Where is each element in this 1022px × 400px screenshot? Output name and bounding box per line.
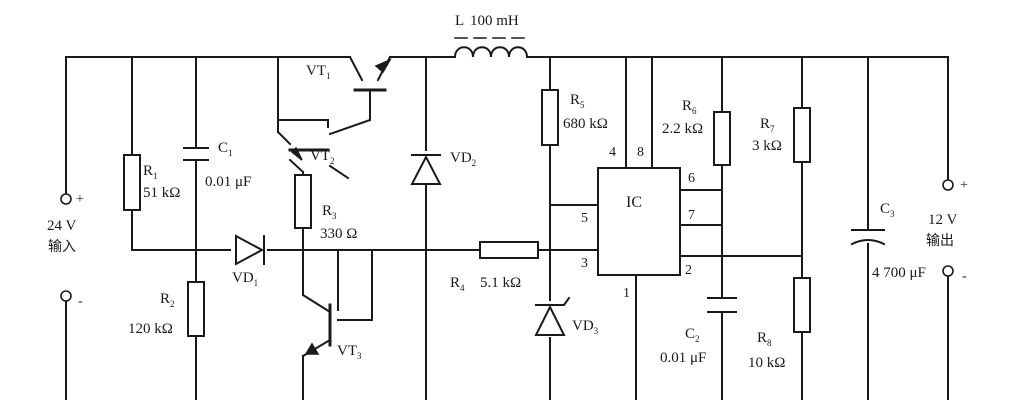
r5-value: 680 kΩ <box>563 116 608 132</box>
output-plus-terminal <box>942 179 954 191</box>
resistor-r5: R5 680 kΩ <box>541 89 608 146</box>
r2-value: 120 kΩ <box>128 321 173 337</box>
r6-value: 2.2 kΩ <box>662 121 703 137</box>
diode-vd2: VD2 <box>410 150 476 185</box>
c3-value: 4 700 μF <box>872 265 926 281</box>
ic-chip: IC 4 8 6 7 5 3 2 1 <box>581 145 695 301</box>
capacitor-c3: C3 4 700 μF <box>850 201 926 281</box>
output-voltage: 12 V <box>928 212 957 228</box>
vt1-emitter-lead <box>348 55 364 82</box>
diode-vd3: VD3 <box>534 296 599 336</box>
c1-value: 0.01 μF <box>205 174 251 190</box>
resistor-r7: R7 3 kΩ <box>752 107 811 163</box>
ic-pin-8: 8 <box>637 145 644 160</box>
input-plus-terminal <box>60 193 72 205</box>
input-label: 输入 <box>48 239 76 255</box>
output-terminals: + - 12 V 输出 <box>926 178 968 284</box>
resistor-r1: R1 51 kΩ <box>123 154 180 211</box>
inductor-value: 100 mH <box>470 13 519 29</box>
r4-value: 5.1 kΩ <box>480 275 521 291</box>
ic-pin-3: 3 <box>581 256 588 271</box>
ic-label: IC <box>626 194 642 211</box>
resistor-r4: R4 5.1 kΩ <box>450 241 539 293</box>
svg-text:R3: R3 <box>322 203 337 221</box>
svg-text:R6: R6 <box>682 98 697 116</box>
capacitor-c2: C2 0.01 μF <box>660 297 737 366</box>
input-minus-sign: - <box>78 294 83 309</box>
output-minus-terminal <box>942 265 954 277</box>
resistor-r3: R3 330 Ω <box>294 174 357 242</box>
svg-text:VT2: VT2 <box>310 148 335 166</box>
inductor-l: L 100 mH <box>453 13 529 59</box>
r8-value: 10 kΩ <box>748 355 785 371</box>
ic-pin-7: 7 <box>688 208 695 223</box>
resistor-r2: R2 120 kΩ <box>128 281 205 337</box>
svg-text:VD2: VD2 <box>450 150 476 168</box>
output-minus-sign: - <box>962 269 967 284</box>
svg-text:VT3: VT3 <box>337 343 362 361</box>
ic-pin-5: 5 <box>581 211 588 226</box>
capacitor-c1: C1 0.01 μF <box>183 140 251 190</box>
output-plus-sign: + <box>960 178 968 193</box>
svg-text:R5: R5 <box>570 92 585 110</box>
input-plus-sign: + <box>76 192 84 207</box>
ic-pin-4: 4 <box>609 145 616 160</box>
transistor-vt2: VT2 <box>288 146 335 166</box>
transistor-vt1: VT1 <box>306 58 392 92</box>
resistor-r6: R6 2.2 kΩ <box>662 98 731 166</box>
svg-text:VD3: VD3 <box>572 318 599 336</box>
svg-text:VD1: VD1 <box>232 270 258 288</box>
wires <box>65 55 949 400</box>
input-terminals: + - 24 V 输入 <box>47 192 84 309</box>
svg-text:R1: R1 <box>143 163 158 181</box>
r1-value: 51 kΩ <box>143 185 180 201</box>
svg-text:C3: C3 <box>880 201 895 219</box>
input-minus-terminal <box>60 290 72 302</box>
svg-text:R4: R4 <box>450 275 465 293</box>
svg-text:C2: C2 <box>685 326 700 344</box>
c2-value: 0.01 μF <box>660 350 706 366</box>
r7-value: 3 kΩ <box>752 138 782 154</box>
inductor-ref: L <box>455 13 464 29</box>
output-label: 输出 <box>926 233 954 249</box>
resistor-r8: R8 10 kΩ <box>748 277 811 371</box>
ic-pin-6: 6 <box>688 171 695 186</box>
ic-pin-1: 1 <box>623 286 630 301</box>
svg-text:C1: C1 <box>218 140 233 158</box>
svg-text:VT1: VT1 <box>306 63 331 81</box>
ic-pin-2: 2 <box>685 263 692 278</box>
transistor-vt3: VT3 <box>304 303 362 361</box>
svg-text:R8: R8 <box>757 330 772 348</box>
r3-value: 330 Ω <box>320 226 357 242</box>
svg-text:R2: R2 <box>160 291 175 309</box>
input-voltage: 24 V <box>47 218 76 234</box>
diode-vd1: VD1 <box>232 234 265 288</box>
svg-text:R7: R7 <box>760 116 775 134</box>
